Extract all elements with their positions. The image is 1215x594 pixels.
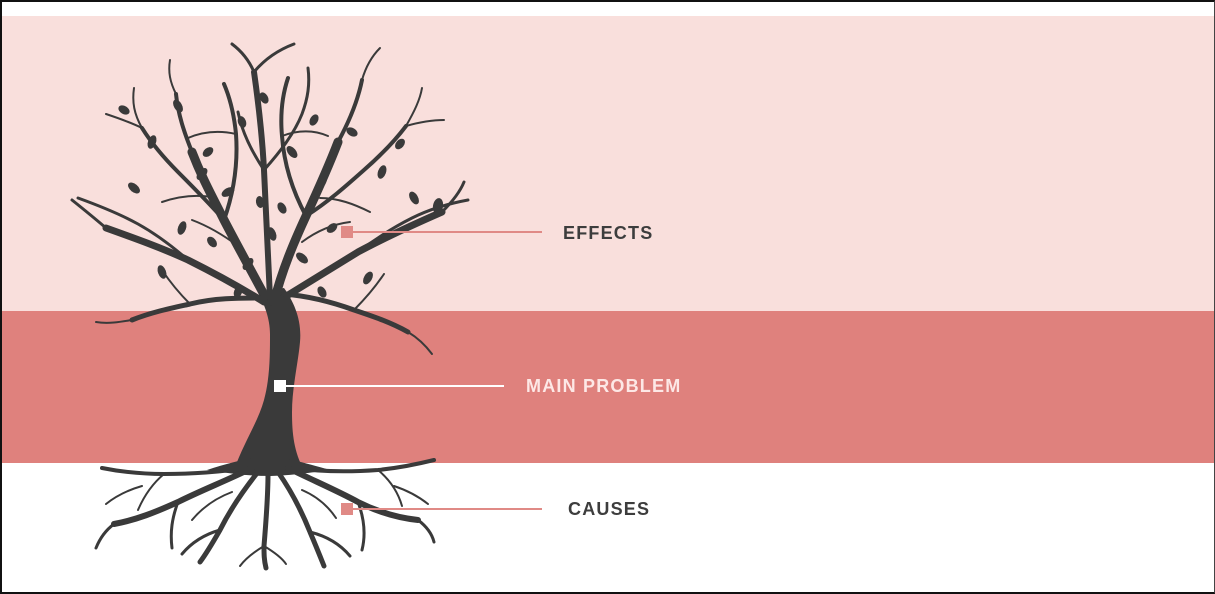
main-problem-marker bbox=[274, 380, 286, 392]
main-problem-connector bbox=[274, 380, 504, 392]
effects-label: EFFECTS bbox=[563, 223, 653, 244]
main-problem-label: MAIN PROBLEM bbox=[526, 376, 681, 397]
causes-connector bbox=[341, 503, 542, 515]
causes-label: CAUSES bbox=[568, 499, 650, 520]
causes-marker bbox=[341, 503, 353, 515]
effects-connector bbox=[341, 226, 542, 238]
effects-marker bbox=[341, 226, 353, 238]
